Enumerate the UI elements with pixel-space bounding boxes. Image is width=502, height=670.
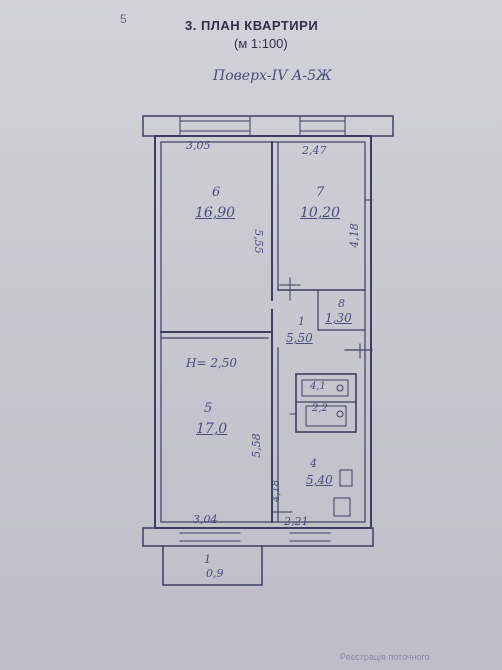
room-4-area: 5,40 <box>306 473 333 487</box>
room-1-area: 5,50 <box>286 331 313 345</box>
stove <box>339 469 353 487</box>
plan-scale: (м 1:100) <box>234 36 288 51</box>
balcony-number: 1 <box>204 553 211 566</box>
footer-stamp: Реєстрація поточного <box>340 652 430 662</box>
bottom-window-strip <box>142 527 374 547</box>
bathroom-block <box>295 373 357 433</box>
room-6-number: 6 <box>212 185 221 200</box>
dim-right-side: 4,18 <box>347 223 361 248</box>
room-2-area: 4,1 <box>310 381 326 392</box>
top-balcony-strip <box>142 115 394 137</box>
dim-top-right: 2,47 <box>302 144 327 157</box>
room-6-area: 16,90 <box>195 205 236 221</box>
dim-lower-inner: 4,18 <box>271 479 283 503</box>
plan-title: 3. ПЛАН КВАРТИРИ <box>185 18 319 33</box>
ceiling-height: H= 2,50 <box>186 356 238 370</box>
balcony-area: 0,9 <box>206 567 224 580</box>
dim-mid-left: 5,55 <box>251 229 265 254</box>
dim-bottom-right: 2,21 <box>284 515 309 528</box>
dim-top-left: 3,05 <box>186 139 211 152</box>
room-8-number: 8 <box>338 297 345 310</box>
balcony <box>162 545 263 586</box>
room-7-number: 7 <box>316 185 325 200</box>
dim-lower-mid: 5,58 <box>249 433 263 458</box>
room-5-number: 5 <box>204 401 213 416</box>
floor-note: Поверх-IV А-5Ж <box>213 68 332 84</box>
sink <box>333 497 351 517</box>
room-8-area: 1,30 <box>325 311 352 325</box>
room-1-number: 1 <box>298 315 305 328</box>
corner-mark: 5 <box>120 12 127 26</box>
room-5-area: 17,0 <box>196 421 228 437</box>
room-7-area: 10,20 <box>300 205 341 221</box>
dim-bottom-left: 3,04 <box>193 513 218 526</box>
room-4-number: 4 <box>310 457 317 470</box>
room-3-area: 2,2 <box>312 403 328 414</box>
